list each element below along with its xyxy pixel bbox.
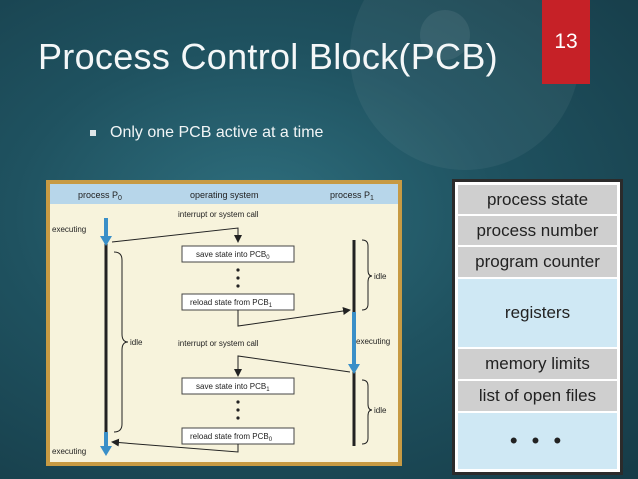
dot [236, 408, 240, 412]
p0-exec-top-arrow [100, 236, 112, 246]
label-executing-bottom: executing [52, 447, 86, 456]
context-switch-diagram: process P0 operating system process P1 e… [46, 180, 402, 466]
text-reload-1: reload state from PCB1 [190, 298, 273, 309]
arrow-interrupt-2 [234, 355, 351, 377]
label-executing-top: executing [52, 225, 86, 234]
dot [236, 400, 240, 404]
p0-exec-bottom-bar [104, 432, 108, 448]
pcb-field-ellipsis: • • • [458, 413, 617, 469]
label-idle-right-2: idle [374, 406, 387, 415]
pcb-structure: process state process number program cou… [452, 179, 623, 475]
header-process-p1: process P1 [330, 190, 374, 202]
header-operating-system: operating system [190, 190, 259, 200]
label-idle-right-1: idle [374, 272, 387, 281]
text-save-1: save state into PCB0 [196, 250, 270, 261]
pcb-field-program-counter: program counter [458, 247, 617, 279]
p1-exec-arrow [348, 364, 360, 374]
dot [236, 416, 240, 420]
box-save-1 [181, 245, 295, 263]
arrow-interrupt-1 [111, 227, 242, 243]
bullet-text: Only one PCB active at a time [110, 124, 324, 141]
slide-title: Process Control Block(PCB) [38, 36, 498, 77]
slide-number: 13 [542, 0, 590, 84]
context-switch-svg: process P0 operating system process P1 e… [50, 184, 398, 456]
text-save-2: save state into PCB1 [196, 382, 270, 393]
label-idle-left: idle [130, 338, 143, 347]
idle-brace-left [113, 251, 129, 433]
p0-exec-bottom-arrow [100, 446, 112, 456]
arrow-reload-1 [237, 307, 351, 327]
idle-brace-right-1 [361, 239, 373, 311]
square-bullet-icon [90, 130, 96, 136]
pcb-field-registers: registers [458, 279, 617, 349]
label-interrupt-1: interrupt or system call [178, 210, 259, 219]
dot [236, 268, 240, 272]
dot [236, 276, 240, 280]
idle-brace-right-2 [361, 379, 373, 445]
pcb-field-process-state: process state [458, 185, 617, 216]
pcb-field-process-number: process number [458, 216, 617, 247]
diagram-header-band [50, 184, 398, 204]
dot [236, 284, 240, 288]
header-process-p0: process P0 [78, 190, 122, 202]
label-executing-right: executing [356, 337, 390, 346]
p1-exec-bar [352, 312, 356, 366]
box-save-2 [181, 377, 295, 395]
label-interrupt-2: interrupt or system call [178, 339, 259, 348]
text-reload-2: reload state from PCB0 [190, 432, 273, 443]
arrow-reload-2 [111, 438, 239, 453]
pcb-field-memory-limits: memory limits [458, 349, 617, 381]
pcb-field-open-files: list of open files [458, 381, 617, 413]
bullet-item: Only one PCB active at a time [90, 124, 323, 142]
p0-exec-top-bar [104, 218, 108, 238]
